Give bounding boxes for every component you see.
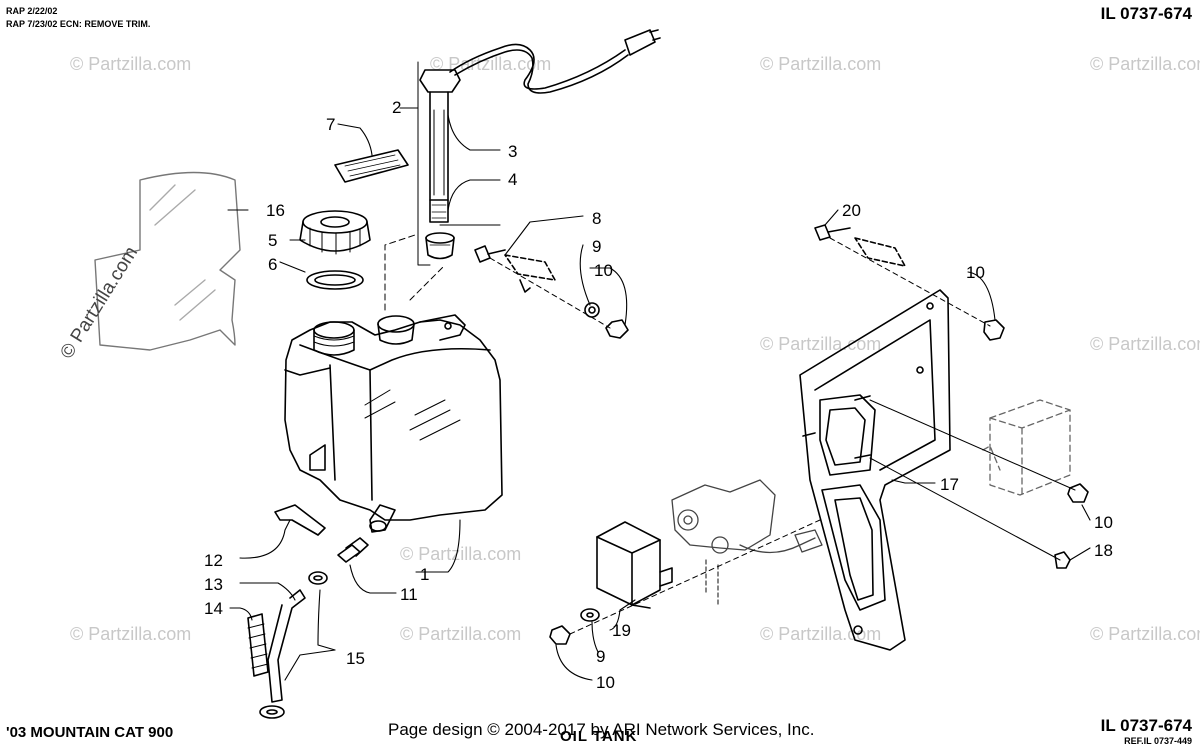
screw-20 [814, 224, 991, 327]
watermark-text: © Partzilla.com [760, 334, 881, 354]
watermark-text-rotated: © Partzilla.com [56, 243, 142, 363]
callout-10-topright: 10 [966, 263, 985, 282]
bracket-line-2 [417, 61, 431, 266]
callout-10-right: 10 [1094, 513, 1113, 532]
callout-17: 17 [940, 475, 959, 494]
watermark-text: © Partzilla.com [1090, 624, 1200, 644]
mount-bracket-17 [799, 289, 951, 651]
illustration-number-bottom: IL 0737-674 [1100, 716, 1192, 735]
watermark-text: © Partzilla.com [70, 54, 191, 74]
pump-assembly [671, 479, 823, 606]
callout-13: 13 [204, 575, 223, 594]
reference-number: REF.IL 0737-449 [1124, 736, 1192, 746]
watermark-text: © Partzilla.com [430, 54, 551, 74]
washer-9-bottom [580, 608, 600, 622]
nut-10-bottom [549, 625, 571, 645]
leader [869, 457, 1061, 561]
leader [569, 519, 821, 635]
trim-panel-16 [94, 171, 241, 351]
callout-7: 7 [326, 115, 335, 134]
filler-cap-5 [299, 210, 371, 255]
callout-5: 5 [268, 231, 277, 250]
nut-10-topright [983, 319, 1005, 341]
copyright-footer: Page design © 2004-2017 by ARI Network S… [388, 720, 815, 739]
callout-2: 2 [392, 98, 401, 117]
grommet-4 [425, 232, 455, 260]
screw-18 [1054, 551, 1071, 569]
callout-10-bottom: 10 [596, 673, 615, 692]
model-name: '03 MOUNTAIN CAT 900 [6, 724, 174, 741]
watermark-text: © Partzilla.com [70, 624, 191, 644]
callout-19: 19 [612, 621, 631, 640]
nut-10-right [1067, 483, 1089, 503]
leader-lines [227, 107, 1091, 681]
watermarks: © Partzilla.com © Partzilla.com © Partzi… [70, 54, 1200, 644]
watermark-text: © Partzilla.com [400, 624, 521, 644]
watermark-text: © Partzilla.com [760, 624, 881, 644]
watermark-text: © Partzilla.com [1090, 54, 1200, 74]
leader [409, 264, 446, 301]
callout-3: 3 [508, 142, 517, 161]
hose-14 [247, 613, 269, 677]
diagram-title: OIL TANK [560, 728, 638, 745]
level-sensor-2 [419, 29, 661, 223]
revision-line-1: RAP 2/22/02 [6, 6, 58, 16]
callout-9: 9 [592, 237, 601, 256]
watermark-text: © Partzilla.com [1090, 334, 1200, 354]
cdi-box-19 [596, 521, 673, 609]
line-15 [259, 589, 306, 719]
callout-12: 12 [204, 551, 223, 570]
callout-numbers: 2 3 4 7 16 5 6 8 9 10 1 11 12 13 14 15 2… [204, 98, 1113, 692]
callout-9-bottom: 9 [596, 647, 605, 666]
callout-16: 16 [266, 201, 285, 220]
watermark-text: © Partzilla.com [400, 544, 521, 564]
module-right [982, 399, 1071, 496]
leader [869, 399, 1076, 491]
oil-tank-1 [284, 314, 503, 533]
callout-14: 14 [204, 599, 223, 618]
clamp-13 [308, 571, 328, 585]
callout-11: 11 [400, 585, 418, 604]
clamp-12 [274, 504, 326, 536]
callout-10: 10 [594, 261, 613, 280]
watermark-text: © Partzilla.com [760, 54, 881, 74]
callout-8: 8 [592, 209, 601, 228]
revision-line-2: RAP 7/23/02 ECN: REMOVE TRIM. [6, 19, 151, 29]
callout-20: 20 [842, 201, 861, 220]
mount-hardware-8 [474, 245, 629, 339]
callout-18: 18 [1094, 541, 1113, 560]
leader [384, 234, 416, 311]
decal-7 [334, 149, 409, 183]
callout-15: 15 [346, 649, 365, 668]
illustration-number-top: IL 0737-674 [1100, 4, 1192, 23]
callout-1: 1 [420, 565, 429, 584]
fitting-11 [337, 537, 369, 563]
callout-6: 6 [268, 255, 277, 274]
gasket-6 [306, 270, 364, 290]
callout-4: 4 [508, 170, 517, 189]
